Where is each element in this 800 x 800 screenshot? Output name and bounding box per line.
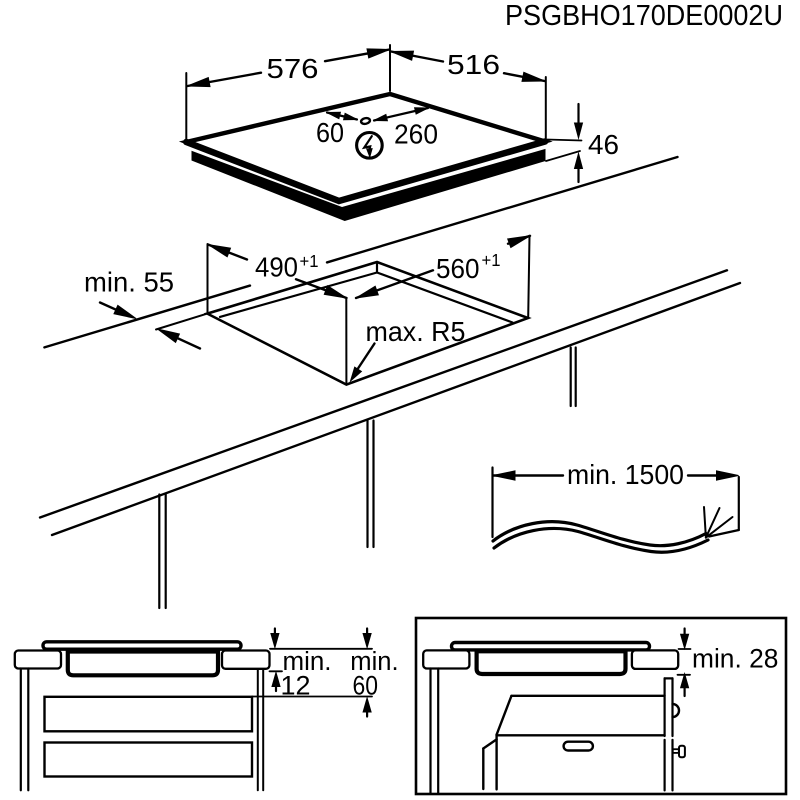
svg-text:min.: min. [283, 648, 332, 676]
svg-text:+1: +1 [482, 250, 501, 270]
svg-text:260: 260 [394, 119, 438, 150]
svg-text:60: 60 [353, 671, 379, 701]
svg-text:min.: min. [350, 648, 398, 676]
svg-text:min. 1500: min. 1500 [567, 459, 684, 490]
svg-text:12: 12 [281, 671, 311, 701]
svg-text:PSGBHO170DE0002U: PSGBHO170DE0002U [505, 0, 783, 32]
svg-text:46: 46 [588, 129, 619, 160]
svg-text:490: 490 [255, 252, 298, 283]
svg-text:516: 516 [447, 49, 500, 80]
svg-text:min. 28: min. 28 [692, 644, 778, 674]
svg-text:min. 55: min. 55 [84, 267, 174, 298]
svg-text:60: 60 [316, 117, 344, 148]
svg-text:+1: +1 [300, 251, 319, 271]
svg-text:560: 560 [436, 253, 480, 284]
svg-text:max. R5: max. R5 [366, 316, 466, 347]
svg-text:576: 576 [267, 53, 319, 84]
